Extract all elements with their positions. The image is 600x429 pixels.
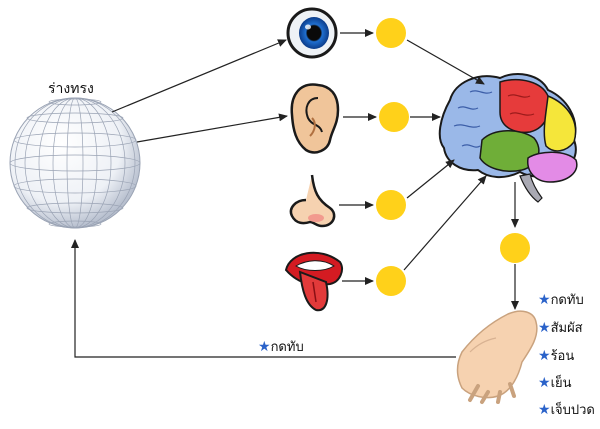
sensation-item: ★เย็น bbox=[538, 375, 572, 391]
hand-icon bbox=[456, 310, 538, 404]
arrow-hand-to-body bbox=[71, 239, 456, 358]
arrow-dot-nose-to-brain bbox=[406, 159, 455, 199]
signal-dot-brain bbox=[500, 233, 530, 263]
star-icon: ★ bbox=[538, 292, 551, 308]
eye-icon bbox=[286, 7, 338, 59]
star-icon: ★ bbox=[258, 339, 271, 355]
star-icon: ★ bbox=[538, 375, 551, 391]
wireframe-sphere-icon bbox=[9, 97, 141, 229]
feedback-label: ★กดทับ bbox=[258, 339, 304, 355]
signal-dot-tongue bbox=[376, 266, 406, 296]
signal-dot-nose bbox=[376, 190, 406, 220]
signal-dot-eye bbox=[376, 18, 406, 48]
ear-icon bbox=[290, 83, 340, 154]
star-icon: ★ bbox=[538, 348, 551, 364]
sensation-item: ★เจ็บปวด bbox=[538, 402, 595, 418]
star-icon: ★ bbox=[538, 402, 551, 418]
sensation-item: ★กดทับ bbox=[538, 292, 584, 308]
body-label: ร่างทรง bbox=[48, 81, 94, 97]
sensation-item: ★สัมผัส bbox=[538, 320, 583, 336]
brain-icon bbox=[438, 73, 578, 203]
signal-dots bbox=[376, 18, 530, 296]
star-icon: ★ bbox=[538, 320, 551, 336]
arrow-body-to-ear bbox=[136, 113, 288, 143]
tongue-icon bbox=[284, 251, 343, 312]
nose-icon bbox=[289, 174, 336, 228]
sensation-item: ★ร้อน bbox=[538, 348, 575, 364]
arrows bbox=[71, 29, 519, 358]
arrow-dot-eye-to-brain bbox=[406, 39, 485, 85]
signal-dot-ear bbox=[379, 102, 409, 132]
arrow-dot-tongue-to-brain bbox=[403, 175, 487, 271]
arrow-body-to-eye bbox=[111, 39, 287, 113]
